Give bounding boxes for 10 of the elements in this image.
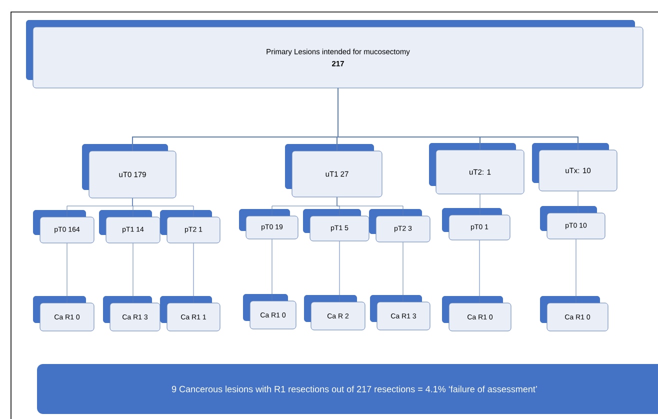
connector-line — [402, 242, 404, 302]
connector-line — [479, 240, 480, 303]
connector-line — [66, 243, 68, 303]
connector-line — [339, 241, 340, 302]
connector-line — [338, 88, 578, 150]
connector-line — [132, 243, 134, 303]
connector-line — [193, 243, 194, 303]
connector-line — [132, 198, 194, 217]
summary-banner: 9 Cancerous lesions with R1 resections out of 217 resections = 4.1% ‘failure of assessment’ — [37, 364, 658, 414]
connector-line — [336, 197, 404, 216]
